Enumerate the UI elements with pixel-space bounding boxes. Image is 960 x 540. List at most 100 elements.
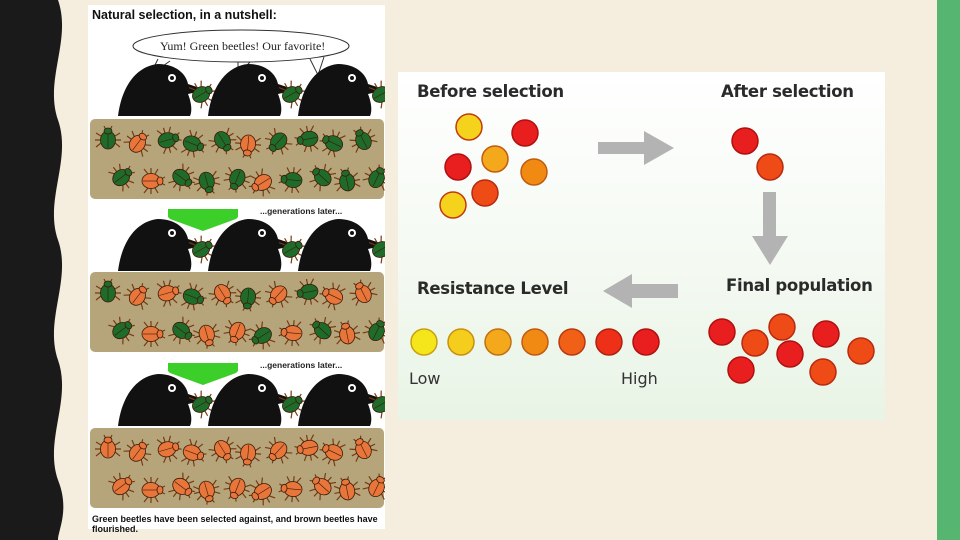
green-beetle [278, 80, 306, 109]
green-beetle [188, 235, 216, 264]
crow [118, 219, 216, 271]
orange-beetle [319, 438, 346, 467]
green-beetle [368, 235, 385, 264]
green-beetle [368, 80, 385, 109]
crow [208, 64, 306, 116]
scale-dot [595, 328, 623, 356]
after-selection-label: After selection [721, 82, 854, 101]
green-beetle [309, 316, 337, 345]
resistance-dot [439, 191, 467, 219]
panel-title: Natural selection, in a nutshell: [92, 8, 277, 22]
orange-beetle [235, 443, 262, 468]
cartoon-caption: Green beetles have been selected against… [92, 514, 378, 534]
green-beetle [235, 287, 262, 312]
orange-beetle [223, 319, 252, 346]
green-beetle [188, 80, 216, 109]
orange-beetle [193, 323, 221, 349]
green-beetle [264, 127, 293, 155]
green-beetle [108, 163, 135, 192]
orange-beetle [123, 283, 152, 310]
crow-row [118, 219, 385, 271]
orange-beetle [349, 279, 378, 306]
resistance-dot [812, 320, 840, 348]
natural-selection-panel: Natural selection, in a nutshell: Yum! G… [88, 5, 385, 534]
crow [298, 219, 385, 271]
resistance-dot [756, 153, 784, 181]
resistance-dot [471, 179, 499, 207]
scale-dot [447, 328, 475, 356]
high-label: High [621, 369, 658, 388]
gray-down-arrow [752, 192, 788, 265]
green-beetle [208, 127, 237, 155]
green-beetle [156, 126, 182, 154]
crow-row [118, 64, 385, 116]
resistance-dot [776, 340, 804, 368]
orange-beetle [223, 475, 252, 502]
green-beetle [95, 125, 121, 150]
green-beetle [362, 164, 385, 191]
green-down-arrow [168, 209, 238, 231]
beetle-group [95, 125, 385, 197]
crow [208, 374, 306, 426]
cartoon-artwork [90, 29, 385, 508]
bird-speech-text: Yum! Green beetles! Our favorite! [160, 39, 326, 53]
resistance-dot [708, 318, 736, 346]
resistance-dot [520, 158, 548, 186]
green-beetle [180, 282, 207, 311]
resistance-dot [511, 119, 539, 147]
orange-beetle [235, 134, 262, 159]
final-population-dots [708, 313, 875, 386]
green-beetle [368, 390, 385, 419]
orange-beetle [156, 435, 182, 463]
crow [118, 64, 216, 116]
gray-right-arrow [598, 131, 674, 165]
orange-beetle [349, 435, 378, 462]
green-beetle [168, 316, 195, 345]
scale-dot [521, 328, 549, 356]
green-beetle [168, 163, 195, 192]
green-beetle [188, 390, 216, 419]
orange-beetle [141, 477, 166, 503]
green-beetle [108, 316, 135, 345]
orange-beetle [180, 438, 207, 467]
resistance-scale [410, 328, 660, 356]
green-beetle [278, 235, 306, 264]
orange-beetle [248, 477, 276, 506]
beetle-group [95, 278, 385, 350]
scale-dot [632, 328, 660, 356]
orange-beetle [362, 473, 385, 500]
orange-beetle [193, 479, 221, 505]
right-accent-bar [937, 0, 960, 540]
orange-beetle [333, 320, 361, 345]
resistance-selection-diagram: Before selection After selection Final p… [398, 72, 885, 420]
resistance-dot [727, 356, 755, 384]
orange-beetle [208, 280, 237, 308]
diagram-artwork [410, 113, 875, 386]
resistance-dot [444, 153, 472, 181]
green-beetle [278, 167, 303, 194]
orange-beetle [264, 280, 293, 308]
resistance-dot [809, 358, 837, 386]
orange-beetle [141, 168, 166, 194]
green-beetle [223, 166, 252, 193]
before-selection-label: Before selection [417, 82, 564, 101]
green-down-arrow [168, 363, 238, 385]
orange-beetle [168, 472, 195, 501]
final-population-label: Final population [726, 276, 873, 295]
orange-beetle [264, 436, 293, 464]
green-beetle [193, 170, 221, 196]
orange-beetle [123, 130, 152, 157]
orange-beetle [333, 476, 361, 501]
before-selection-dots [439, 113, 548, 219]
green-beetle [362, 317, 385, 344]
speech-bubble [132, 29, 350, 63]
scale-dot [558, 328, 586, 356]
resistance-level-label: Resistance Level [417, 279, 569, 298]
crow [208, 219, 306, 271]
scale-dot [410, 328, 438, 356]
green-beetle [309, 163, 337, 192]
green-beetle [294, 278, 319, 306]
orange-beetle [309, 472, 337, 501]
orange-beetle [208, 436, 237, 464]
orange-beetle [294, 434, 319, 462]
